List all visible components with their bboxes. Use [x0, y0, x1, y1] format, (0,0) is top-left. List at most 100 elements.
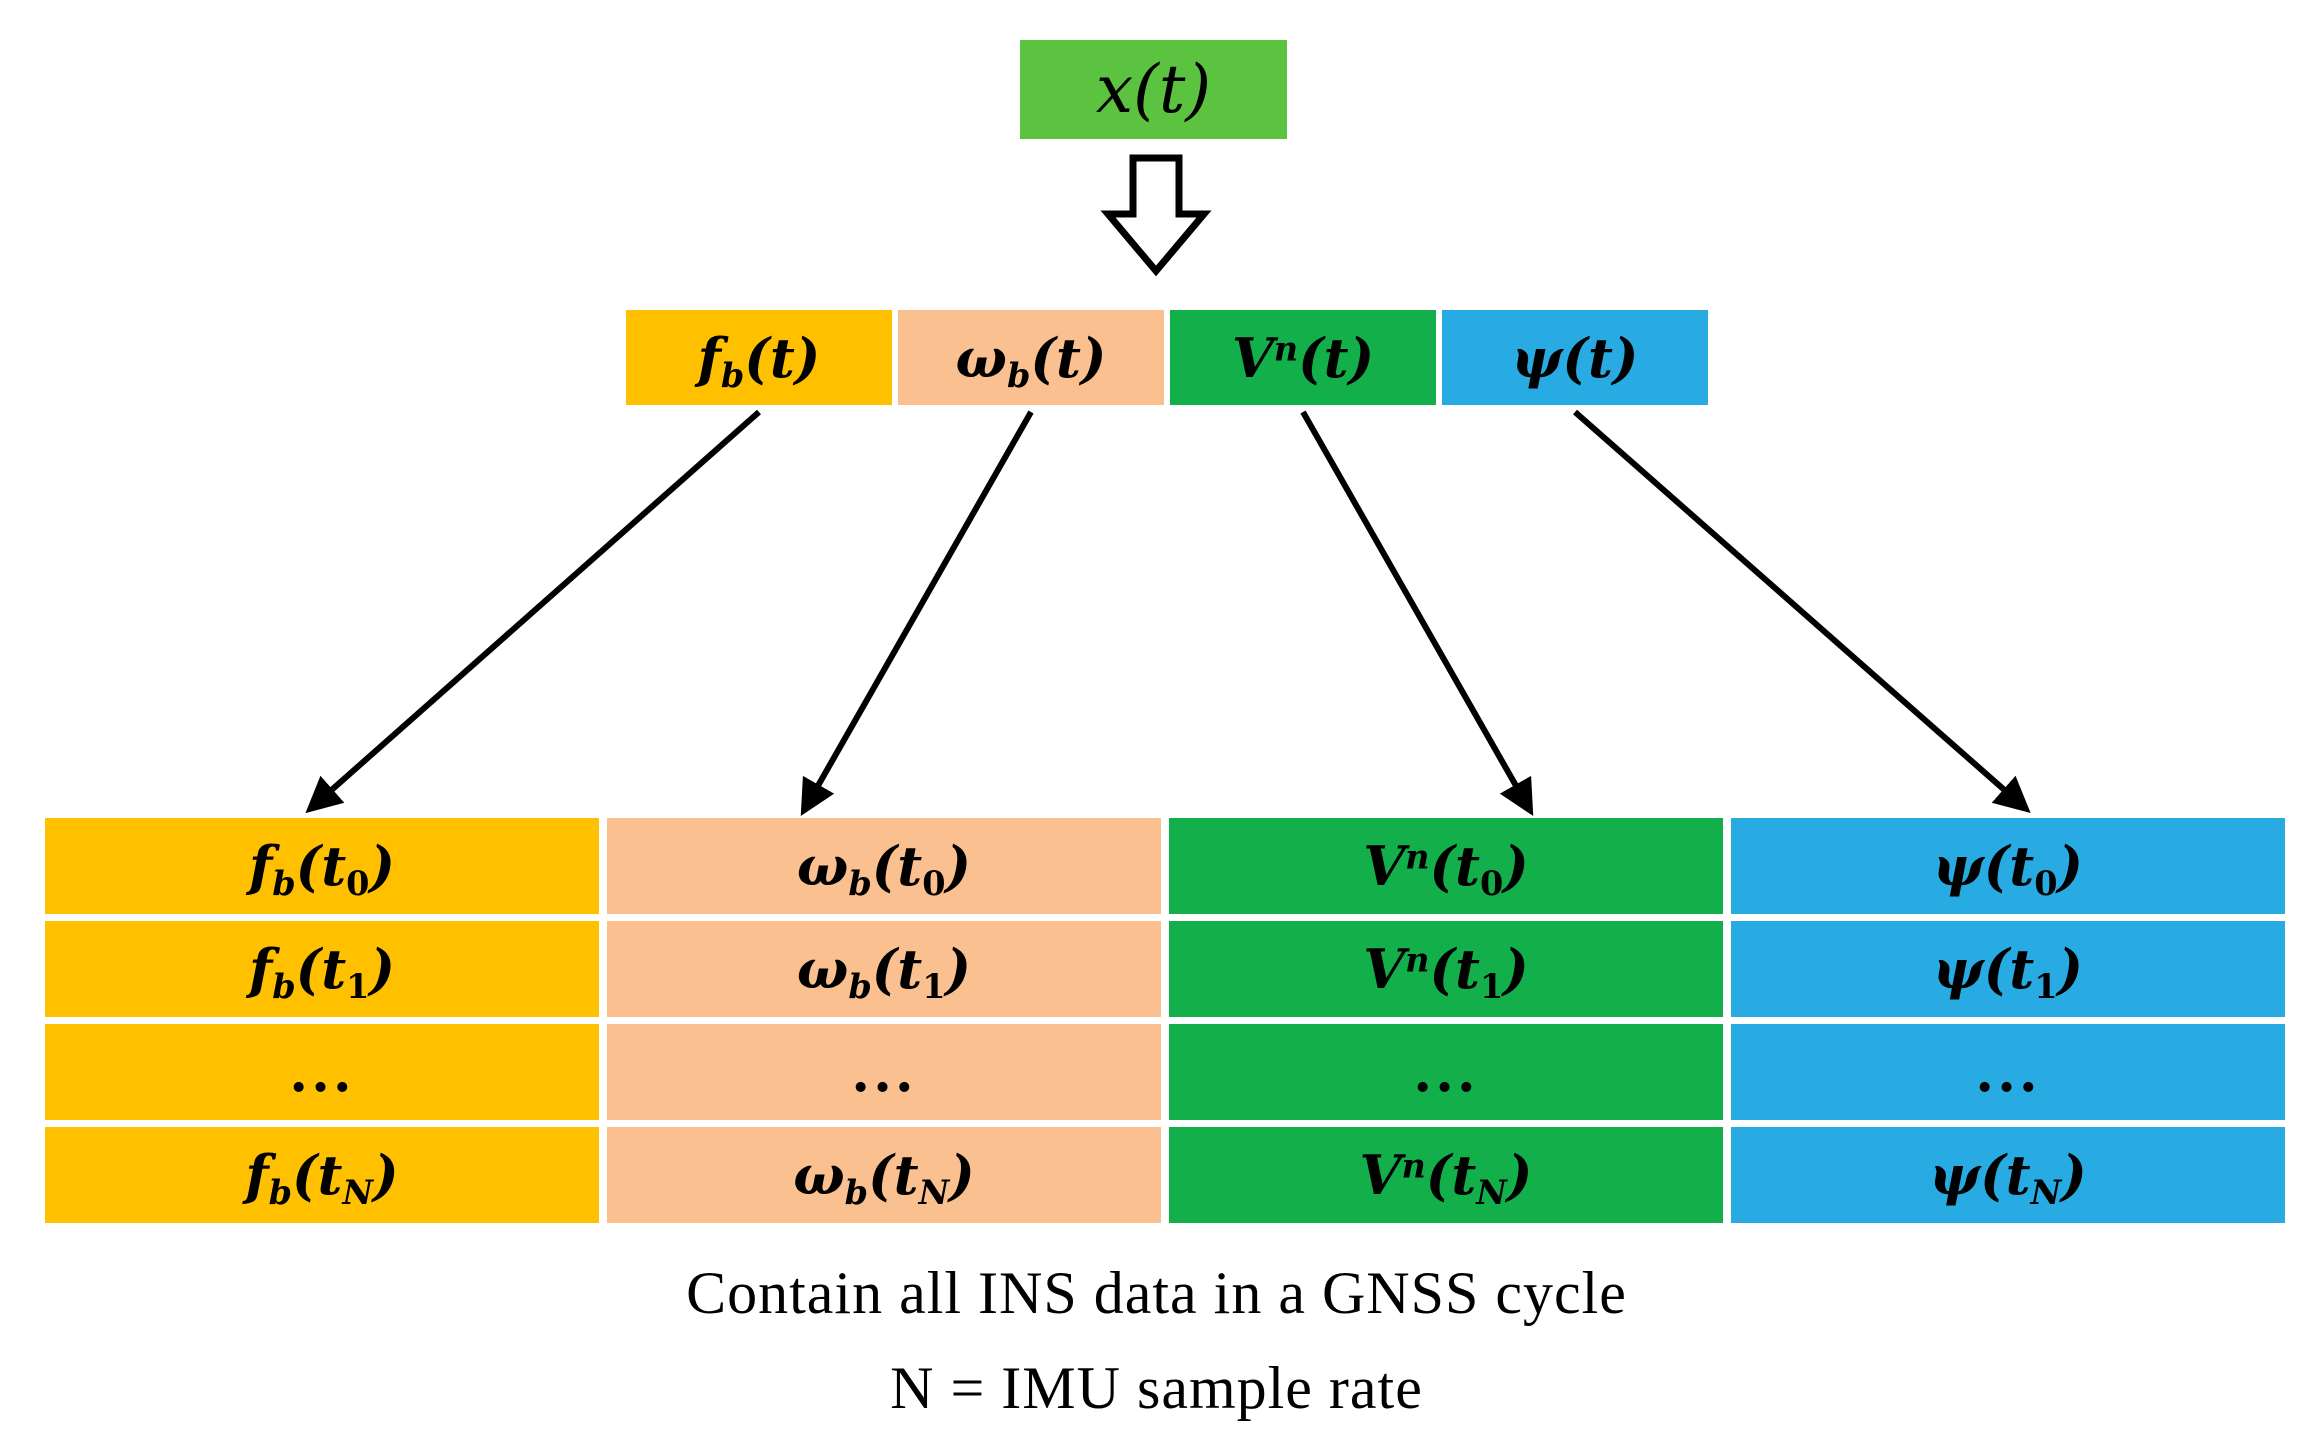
- math-subscript: b: [272, 967, 295, 1006]
- ellipsis-label: ...: [1413, 1040, 1479, 1104]
- stream-label-omega-b: ωb(t): [955, 325, 1107, 395]
- table-cell-f-b-t1: fb(t1): [45, 921, 599, 1017]
- math-argument: t: [321, 937, 347, 1001]
- math-base: V: [1363, 937, 1406, 1001]
- math-argument-index-value: N: [1476, 1173, 1507, 1213]
- math-superscript: n: [1405, 940, 1429, 979]
- stream-row: fb(t) ωb(t) Vn(t) ψ(t): [626, 310, 1708, 405]
- math-argument: t: [897, 834, 923, 898]
- math-base: ψ: [1511, 325, 1563, 390]
- math-superscript-letter: n: [1401, 1146, 1426, 1186]
- table-cell-v-n-t1: Vn(t1): [1169, 921, 1723, 1017]
- math-subscript-letter: b: [272, 967, 296, 1007]
- math-argument: t: [1323, 325, 1349, 390]
- math-base: V: [1359, 1143, 1402, 1207]
- math-argument: t: [1055, 325, 1081, 390]
- math-base: ω: [793, 1143, 845, 1207]
- table-cell-f-b-ellipsis: ...: [45, 1024, 599, 1120]
- math-argument-index-value: N: [342, 1173, 374, 1213]
- mapping-arrow-1: [305, 409, 761, 814]
- math-subscript: b: [272, 864, 295, 903]
- stream-box-f-b: fb(t): [626, 310, 892, 405]
- math-argument-index: 1: [1480, 967, 1503, 1006]
- math-base: V: [1231, 325, 1274, 390]
- table-cell-v-n-t0: Vn(t0): [1169, 818, 1723, 914]
- math-argument: t: [1587, 325, 1613, 390]
- math-argument: t: [2005, 1143, 2031, 1207]
- ins-data-table: fb(t0)ωb(t0)Vn(t0)ψ(t0)fb(t1)ωb(t1)Vn(t1…: [45, 818, 2285, 1223]
- cell-label-omega-b-tN: ωb(tN): [793, 1143, 975, 1213]
- ellipsis-label: ...: [289, 1040, 355, 1104]
- math-argument: t: [897, 937, 923, 1001]
- mapping-arrow-2: [800, 410, 1034, 817]
- cell-label-psi-t1: ψ(t1): [1932, 937, 2084, 1007]
- table-cell-omega-b-ellipsis: ...: [607, 1024, 1161, 1120]
- math-argument: t: [893, 1143, 919, 1207]
- math-argument-index: 1: [922, 967, 945, 1006]
- math-argument-index-value: 0: [346, 864, 370, 904]
- math-argument: t: [1455, 834, 1480, 898]
- ellipsis-label: ...: [851, 1040, 917, 1104]
- math-subscript-letter: b: [848, 967, 872, 1007]
- math-subscript-letter: b: [720, 355, 745, 395]
- math-argument: t: [2009, 937, 2035, 1001]
- math-subscript-letter: b: [268, 1173, 292, 1213]
- math-argument-index-value: 1: [1479, 967, 1504, 1007]
- cell-label-psi-tN: ψ(tN): [1929, 1143, 2087, 1213]
- caption-line-2: N = IMU sample rate: [890, 1355, 1423, 1421]
- cell-label-v-n-t1: Vn(t1): [1363, 937, 1529, 1007]
- math-base: ω: [955, 325, 1007, 390]
- math-base: f: [697, 325, 721, 390]
- cell-label-f-b-t0: fb(t0): [248, 834, 395, 904]
- math-base: f: [248, 937, 273, 1001]
- math-argument-index: N: [919, 1173, 950, 1212]
- math-superscript-letter: n: [1273, 328, 1299, 368]
- math-subscript: b: [848, 864, 871, 903]
- math-argument-index: N: [2031, 1173, 2062, 1212]
- cell-label-omega-b-t1: ωb(t1): [796, 937, 972, 1007]
- cell-label-v-n-tN: Vn(tN): [1359, 1143, 1533, 1213]
- mapping-arrow-4: [1573, 409, 2031, 814]
- math-argument: t: [2009, 834, 2035, 898]
- math-base: ψ: [1929, 1143, 1981, 1207]
- table-cell-v-n-tN: Vn(tN): [1169, 1127, 1723, 1223]
- math-subscript: b: [848, 967, 871, 1006]
- math-argument-index: 1: [346, 967, 369, 1006]
- math-argument: t: [769, 325, 795, 390]
- math-superscript-letter: n: [1405, 940, 1430, 980]
- stream-label-psi: ψ(t): [1511, 325, 1639, 390]
- math-base: V: [1363, 834, 1406, 898]
- math-argument-index-value: N: [918, 1173, 950, 1213]
- math-argument-index: 0: [2034, 864, 2057, 903]
- math-argument: t: [1455, 937, 1480, 1001]
- table-cell-omega-b-tN: ωb(tN): [607, 1127, 1161, 1223]
- signal-box-x-t: x(t): [1020, 40, 1287, 139]
- caption: Contain all INS data in a GNSS cycle N =…: [0, 1246, 2313, 1436]
- math-argument-index: 1: [2034, 967, 2057, 1006]
- cell-label-f-b-t1: fb(t1): [248, 937, 395, 1007]
- table-cell-f-b-t0: fb(t0): [45, 818, 599, 914]
- math-base: ω: [796, 937, 849, 1001]
- down-block-arrow-icon: [1100, 154, 1212, 277]
- cell-label-v-n-t0: Vn(t0): [1363, 834, 1529, 904]
- math-base: ω: [796, 834, 849, 898]
- table-cell-omega-b-t0: ωb(t0): [607, 818, 1161, 914]
- math-superscript: n: [1405, 837, 1429, 876]
- math-argument: t: [1158, 51, 1186, 128]
- math-subscript-letter: b: [848, 864, 872, 904]
- math-argument-index: N: [1476, 1173, 1507, 1212]
- math-base: f: [245, 1143, 269, 1207]
- table-cell-f-b-tN: fb(tN): [45, 1127, 599, 1223]
- math-base: x: [1095, 51, 1134, 128]
- math-subscript: b: [721, 356, 744, 395]
- stream-label-v-n: Vn(t): [1231, 325, 1375, 390]
- math-argument-index-value: 0: [922, 864, 946, 904]
- stream-label-f-b: fb(t): [697, 325, 821, 395]
- cell-label-f-b-tN: fb(tN): [245, 1143, 399, 1213]
- math-subscript-letter: b: [1006, 355, 1031, 395]
- math-subscript: b: [1007, 356, 1030, 395]
- math-argument: t: [317, 1143, 343, 1207]
- math-argument-index-value: N: [2030, 1173, 2062, 1213]
- math-superscript: n: [1401, 1146, 1425, 1185]
